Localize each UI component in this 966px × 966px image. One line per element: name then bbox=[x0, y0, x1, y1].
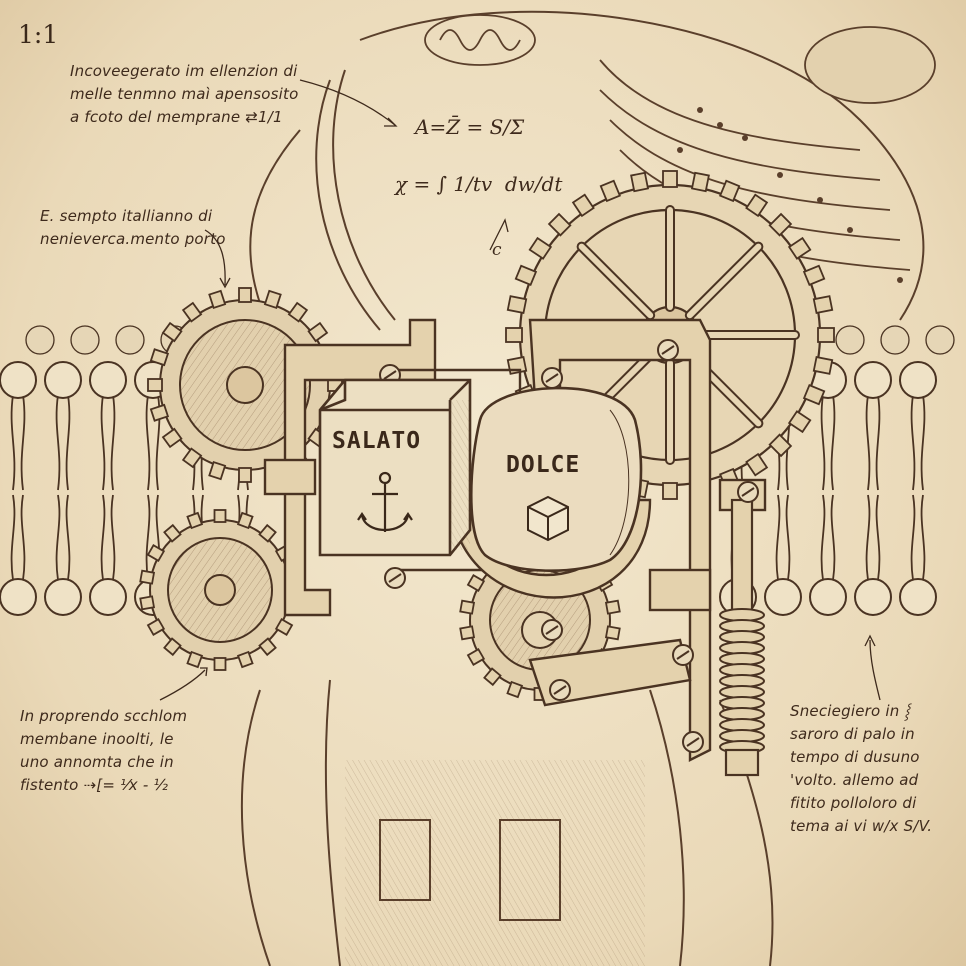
cell-body-sketch bbox=[240, 10, 925, 966]
scale-label: 1:1 bbox=[18, 20, 59, 49]
screw-icon bbox=[379, 339, 759, 753]
note-mid-left: E. sempto itallianno di nenieverca.mento… bbox=[40, 207, 226, 248]
salty-label: SALATO bbox=[332, 428, 422, 454]
lower-gear-icon bbox=[139, 509, 301, 671]
note-top-left: Incoveegerato im ellenzion di melle tenm… bbox=[70, 62, 299, 126]
sweet-label: DOLCE bbox=[506, 452, 581, 478]
formula-line-2: χ = ∫ 1/tv dw/dt bbox=[395, 172, 563, 196]
cube-icon bbox=[527, 495, 569, 542]
formula-mark-c: c bbox=[492, 240, 502, 260]
note-bottom-left: In proprendo scchlom membane inoolti, le… bbox=[20, 707, 188, 794]
annotation-arrows bbox=[159, 79, 881, 701]
formula-line-1: A=Z̄ = S/Σ bbox=[415, 115, 525, 139]
salty-receptor-box bbox=[318, 378, 472, 557]
sweet-receptor-blob bbox=[470, 386, 643, 572]
note-bottom-right: Sneciegiero in ⸾ saroro di palo in tempo… bbox=[790, 702, 933, 835]
small-gear-icon bbox=[147, 287, 343, 483]
anchor-icon bbox=[357, 471, 413, 532]
spring-icon bbox=[719, 498, 765, 777]
